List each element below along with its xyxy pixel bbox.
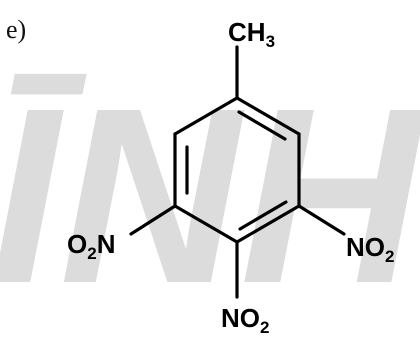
ring-bond-6 — [173, 96, 239, 136]
double-bond-upper-right — [237, 110, 287, 141]
methyl-main: CH — [228, 17, 266, 47]
methyl-label: CH3 — [228, 17, 275, 51]
methyl-subscript: 3 — [266, 32, 275, 51]
substituent-bonds — [129, 45, 346, 299]
nitro-right-label: NO2 — [346, 232, 394, 266]
nitro-right-subscript: 2 — [385, 247, 394, 266]
part-label: e) — [6, 15, 26, 44]
bond-nitro-left — [129, 204, 177, 236]
ring-bond-1 — [235, 96, 301, 136]
nitro-left-nitrogen: N — [97, 229, 116, 259]
bond-nitro-right — [297, 204, 346, 236]
ring-double-bonds — [185, 110, 288, 231]
nitro-left-oxygen: O — [67, 229, 87, 259]
nitro-left-subscript: 2 — [87, 244, 96, 263]
nitro-bottom-main: NO — [221, 303, 260, 333]
nitro-bottom-subscript: 2 — [260, 318, 269, 337]
benzene-ring — [173, 96, 301, 244]
double-bond-lower-right — [238, 200, 288, 231]
ring-bond-4 — [173, 204, 239, 244]
ring-bond-3 — [235, 204, 301, 244]
nitro-right-main: NO — [346, 232, 385, 262]
background-watermark: ĪNHC — [0, 56, 420, 335]
nitro-left-label: O2N — [67, 229, 115, 263]
nitro-bottom-label: NO2 — [221, 303, 269, 337]
